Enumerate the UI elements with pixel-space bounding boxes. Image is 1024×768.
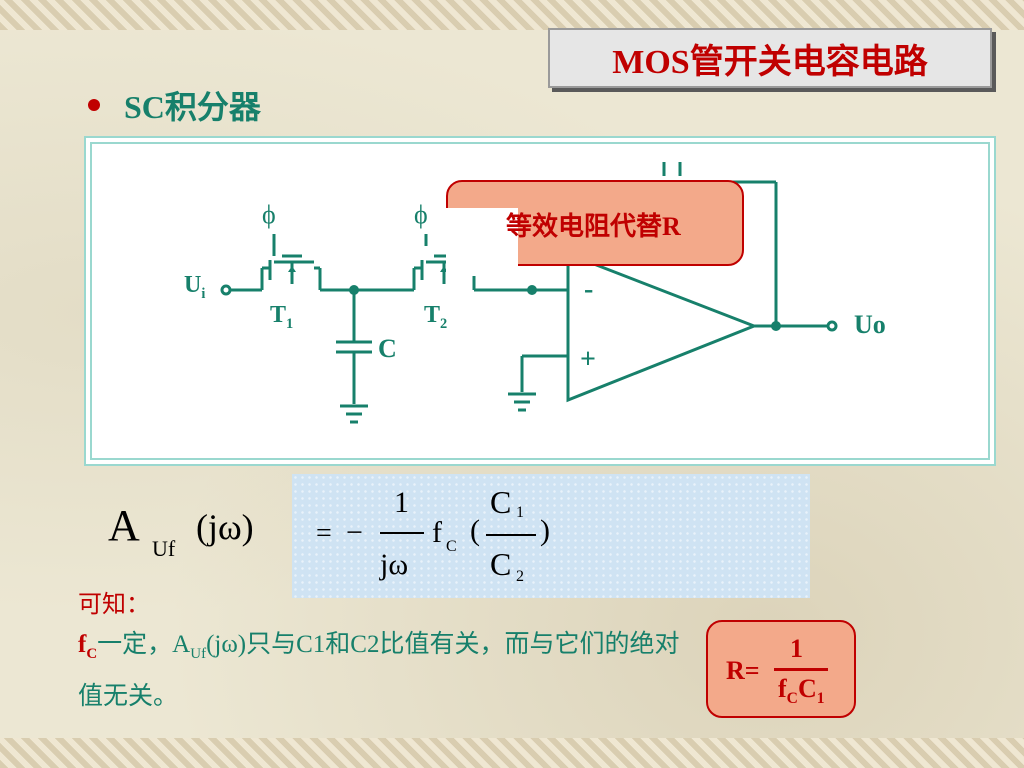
note-line-2: 值无关。 xyxy=(78,683,179,710)
formula-c-top: C xyxy=(490,484,512,520)
slide-title: MOS管开关电容电路 xyxy=(612,43,928,81)
phi2-label: ϕ xyxy=(414,200,428,229)
formula-c-top-sub: 1 xyxy=(516,504,524,521)
output-label: Uo xyxy=(854,310,886,339)
formula-paren-open: ( xyxy=(470,514,480,547)
formula-box xyxy=(292,474,810,598)
formula-f-sub: C xyxy=(446,538,457,555)
callout-denominator: fCC1 xyxy=(778,674,825,708)
callout-fraction-bar xyxy=(774,668,828,671)
callout-numerator: 1 xyxy=(790,634,803,663)
formula-jw: jω xyxy=(380,548,409,581)
opamp-plus-label: + xyxy=(580,344,596,375)
note-heading: 可知： xyxy=(78,592,150,618)
formula-c-bot: C xyxy=(490,546,512,582)
note-line-1: fC一定，AUf(jω)只与C1和C2比值有关，而与它们的绝对 xyxy=(78,631,680,662)
decorative-top-border xyxy=(0,0,1024,30)
bullet-dot-icon xyxy=(88,99,100,111)
capacitor-label: C xyxy=(378,334,397,363)
bullet-row: SC积分器 xyxy=(88,82,261,128)
formula-a-sub: Uf xyxy=(152,536,176,561)
formula-a: A xyxy=(108,501,140,550)
input-label: Ui xyxy=(184,272,206,302)
t1-label: T1 xyxy=(270,302,294,332)
callout-equivalent-resistor-text: 等效电阻代替R xyxy=(506,212,681,241)
callout-r-label: R= xyxy=(726,656,760,685)
circuit-diagram xyxy=(220,162,838,424)
formula-c-bot-sub: 2 xyxy=(516,568,524,585)
formula-f: f xyxy=(432,516,442,549)
title-box: MOS管开关电容电路 xyxy=(548,28,992,88)
decorative-bottom-border xyxy=(0,738,1024,768)
formula-fraction-bar-2 xyxy=(486,534,536,536)
formula-eq: = xyxy=(316,518,332,549)
formula-one: 1 xyxy=(394,486,409,519)
formula-fraction-bar-1 xyxy=(380,532,424,534)
opamp-minus-label: - xyxy=(584,274,594,305)
input-terminal xyxy=(220,284,232,296)
t2-label: T2 xyxy=(424,302,448,332)
phi1-label: ϕ xyxy=(262,200,276,229)
formula-arg: (jω) xyxy=(196,507,254,547)
formula-paren-close: ) xyxy=(540,514,550,547)
bullet-text: SC积分器 xyxy=(124,89,261,125)
formula-minus: − xyxy=(346,516,363,549)
callout-mask xyxy=(446,208,518,276)
